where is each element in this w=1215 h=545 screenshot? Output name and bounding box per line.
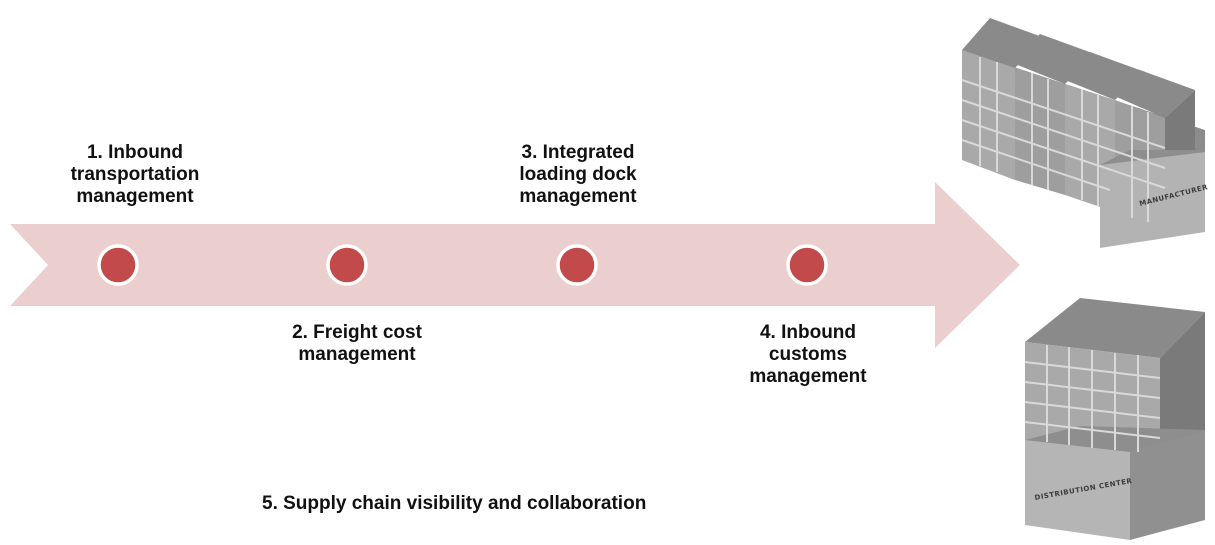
manufacturer-building-icon: MANUFACTURER bbox=[961, 18, 1209, 248]
step-4-label: 4. Inbound customs management bbox=[713, 322, 903, 388]
step-1-label: 1. Inbound transportation management bbox=[40, 142, 230, 208]
step-2-label-line: management bbox=[298, 344, 416, 365]
step-3-label-line: loading dock bbox=[519, 164, 637, 185]
step-1-dot bbox=[97, 244, 139, 286]
step-1-label-line: transportation bbox=[70, 164, 200, 185]
distribution-center-building-icon: DISTRIBUTION CENTER bbox=[1024, 298, 1205, 540]
step-2-label-line: 2. Freight cost bbox=[292, 322, 422, 343]
step-2-dot bbox=[326, 244, 368, 286]
step-4-label-line: management bbox=[749, 366, 867, 387]
process-arrow bbox=[10, 182, 1020, 348]
step-3-dot bbox=[556, 244, 598, 286]
step-2-label: 2. Freight cost management bbox=[262, 322, 452, 366]
step-1-label-line: management bbox=[76, 186, 194, 207]
step-3-label-line: 3. Integrated bbox=[521, 142, 635, 163]
step-4-label-line: customs bbox=[768, 344, 848, 365]
step-4-dot bbox=[786, 244, 828, 286]
step-5-label: 5. Supply chain visibility and collabora… bbox=[262, 493, 647, 514]
step-3-label: 3. Integrated loading dock management bbox=[483, 142, 673, 208]
step-1-label-line: 1. Inbound bbox=[86, 142, 184, 163]
step-3-label-line: management bbox=[519, 186, 637, 207]
step-4-label-line: 4. Inbound bbox=[759, 322, 857, 343]
